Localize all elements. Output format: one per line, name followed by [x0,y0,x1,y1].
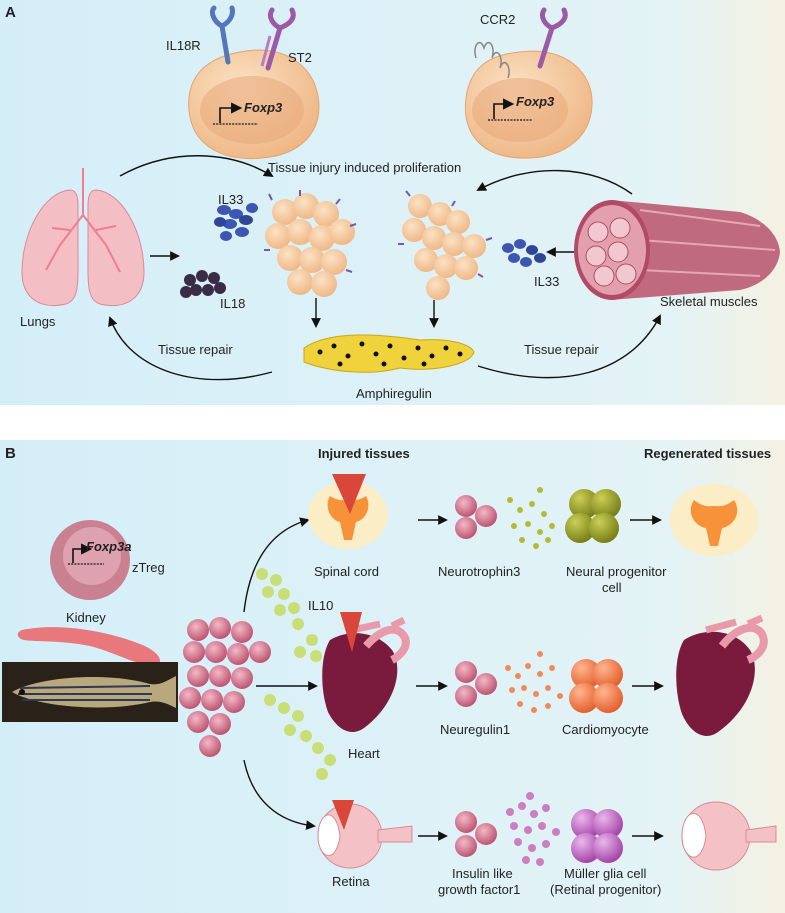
retina-label: Retina [332,874,370,889]
eye-icon [681,801,777,871]
neural-progenitor-label-2: cell [602,580,622,595]
needle-icon [332,474,366,514]
neural-progenitor-icon [565,489,621,543]
kidney-label: Kidney [66,610,106,625]
igf1-label-2: growth factor1 [438,882,520,897]
cytokine-cluster-icon [502,239,546,267]
treg-pair-heart [455,661,497,707]
treg-pair-retina [455,811,497,857]
lung-icon [21,168,145,306]
gene-foxp3-label-2: Foxp3 [516,94,555,109]
amphiregulin-label: Amphiregulin [356,386,432,401]
treg-to-spinal-arrow [243,517,310,613]
il33-right-label: IL33 [534,274,559,289]
kidney-icon [17,627,160,665]
receptor-st2-label: ST2 [288,50,312,65]
amphiregulin-cluster [303,334,475,373]
treg-cluster-right [398,190,493,300]
heart-icon [676,614,768,736]
spinal-cord-label: Spinal cord [314,564,379,579]
muscle-icon [574,200,780,300]
tissue-repair-arrow-left [108,316,273,381]
receptor-il18r-label: IL18R [166,38,201,53]
muller-glia-label-1: Müller glia cell [564,866,646,881]
treg-to-retina-arrow [243,759,316,830]
cardiomyocyte-icon [569,659,623,713]
treg-cell-icon [50,520,130,600]
eye-icon [317,803,413,869]
treg-cluster-left [264,190,357,297]
injured-tissues-header: Injured tissues [318,446,410,461]
panel-b-label: B [5,445,16,462]
cytokine-cluster-icon [214,203,258,241]
igf1-cluster [506,792,560,866]
gene-foxp3-label-1: Foxp3 [244,100,283,115]
panel-a-label: A [5,4,16,21]
cytokine-cluster-icon [180,270,226,298]
proliferation-label: Tissue injury induced proliferation [268,160,461,175]
spinal-cord-icon [308,481,388,549]
gene-foxp3a-label: Foxp3a [86,539,132,554]
needle-icon [332,800,354,830]
neurotrophin3-label: Neurotrophin3 [438,564,520,579]
regenerated-tissues-header: Regenerated tissues [644,446,771,461]
tissue-repair-left-label: Tissue repair [158,342,233,357]
cardiomyocyte-label: Cardiomyocyte [562,722,649,737]
treg-cell-icon [188,49,320,160]
receptor-icon [474,7,568,79]
spinal-cord-icon [670,484,758,556]
proliferation-arrow-right [476,169,633,195]
receptor-ccr2-label: CCR2 [480,12,515,27]
treg-cell-icon [464,50,593,159]
zebrafish-photo [2,662,178,722]
il10-cluster [256,568,336,780]
proliferation-arrow-left [119,155,274,178]
muller-glia-label-2: (Retinal progenitor) [550,882,661,897]
ztreg-cluster [179,617,271,757]
tissue-repair-arrow-right [477,314,661,379]
il10-label: IL10 [308,598,333,613]
tissue-repair-right-label: Tissue repair [524,342,599,357]
treg-pair-spinal [455,495,497,539]
skeletal-muscles-label: Skeletal muscles [660,294,758,309]
igf1-label-1: Insulin like [452,866,513,881]
receptor-icon [209,5,296,71]
neuregulin-cluster [505,651,563,713]
il18-label: IL18 [220,296,245,311]
neuregulin1-label: Neuregulin1 [440,722,510,737]
heart-label: Heart [348,746,380,761]
neural-progenitor-label-1: Neural progenitor [566,564,667,579]
needle-icon [340,612,362,652]
il33-left-label: IL33 [218,192,243,207]
neurotrophin-cluster [507,487,555,549]
muller-glia-icon [571,809,623,863]
ztreg-label: zTreg [132,560,165,575]
lungs-label: Lungs [20,314,56,329]
